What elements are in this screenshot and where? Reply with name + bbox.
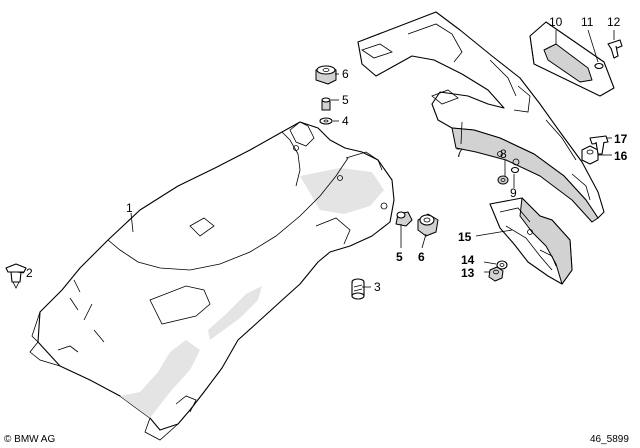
callout-5-lower: 5 [396, 250, 403, 264]
callout-labels: 1 2 3 4 5 6 5 6 7 8 9 10 11 12 13 14 15 … [26, 15, 628, 294]
callout-6-upper: 6 [342, 67, 349, 81]
side-bracket-fasteners [488, 260, 508, 282]
callout-2: 2 [26, 266, 33, 280]
reflector-fasteners [594, 39, 623, 70]
side-bracket-part [489, 197, 573, 285]
reflector-plate-part [529, 21, 615, 97]
nut-washer-pair [497, 166, 520, 185]
callout-13: 13 [461, 266, 475, 280]
callout-15: 15 [458, 230, 472, 244]
callout-16: 16 [614, 149, 628, 163]
drawing-number: 46_5899 [590, 434, 629, 445]
callout-5-upper: 5 [342, 93, 349, 107]
callout-17: 17 [614, 132, 628, 146]
callout-3: 3 [374, 280, 381, 294]
callout-9: 9 [510, 186, 517, 200]
bracket-bolt-nut [581, 135, 609, 165]
callout-14: 14 [461, 253, 475, 267]
callout-11: 11 [581, 15, 594, 29]
callout-4: 4 [342, 114, 349, 128]
callout-8: 8 [500, 147, 507, 161]
screw-part [351, 278, 365, 300]
leader-lines [15, 29, 615, 288]
callout-7: 7 [456, 146, 463, 160]
callout-12: 12 [607, 15, 621, 29]
copyright-label: © BMW AG [4, 434, 55, 445]
license-plate-bracket-part [357, 11, 605, 223]
push-rivet-part [5, 263, 27, 289]
rear-fender-part [29, 121, 395, 441]
callout-1: 1 [126, 201, 133, 215]
callout-6-lower: 6 [418, 250, 425, 264]
upper-fastener-stack [315, 65, 337, 125]
lower-fastener-pair [395, 211, 439, 237]
callout-10: 10 [549, 15, 563, 29]
